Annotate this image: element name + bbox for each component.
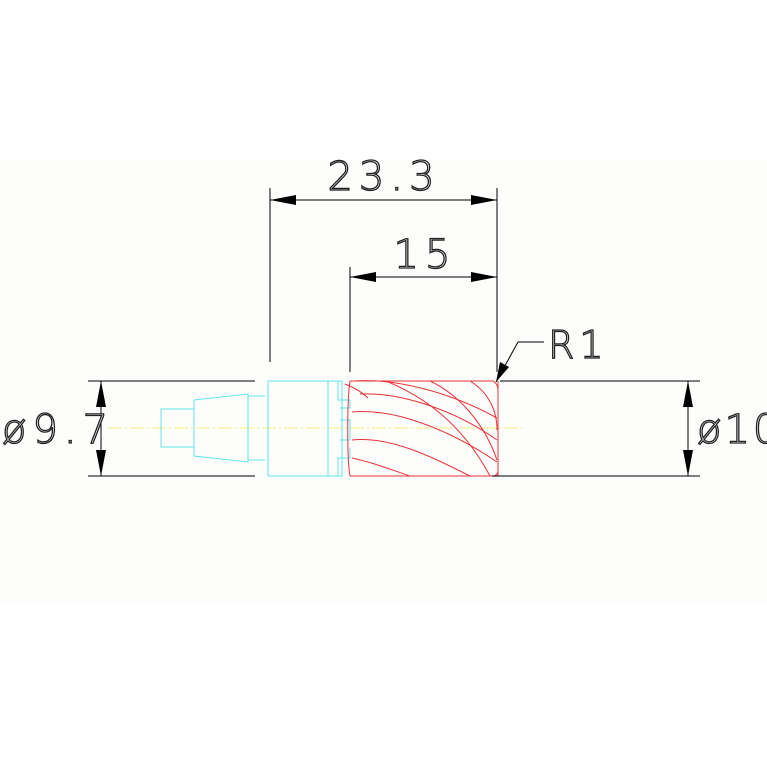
cutting-length-label: 15 bbox=[394, 232, 457, 278]
cutting-diameter-label: ø10 bbox=[697, 407, 767, 453]
shank-diameter-label: ø9.7 bbox=[2, 407, 114, 453]
corner-radius-label: R1 bbox=[548, 323, 609, 367]
arrowheads bbox=[96, 195, 693, 476]
flute-section bbox=[344, 380, 499, 477]
holder-outline bbox=[160, 380, 351, 477]
background-panel bbox=[0, 160, 767, 605]
overall-length-label: 23.3 bbox=[327, 154, 440, 200]
